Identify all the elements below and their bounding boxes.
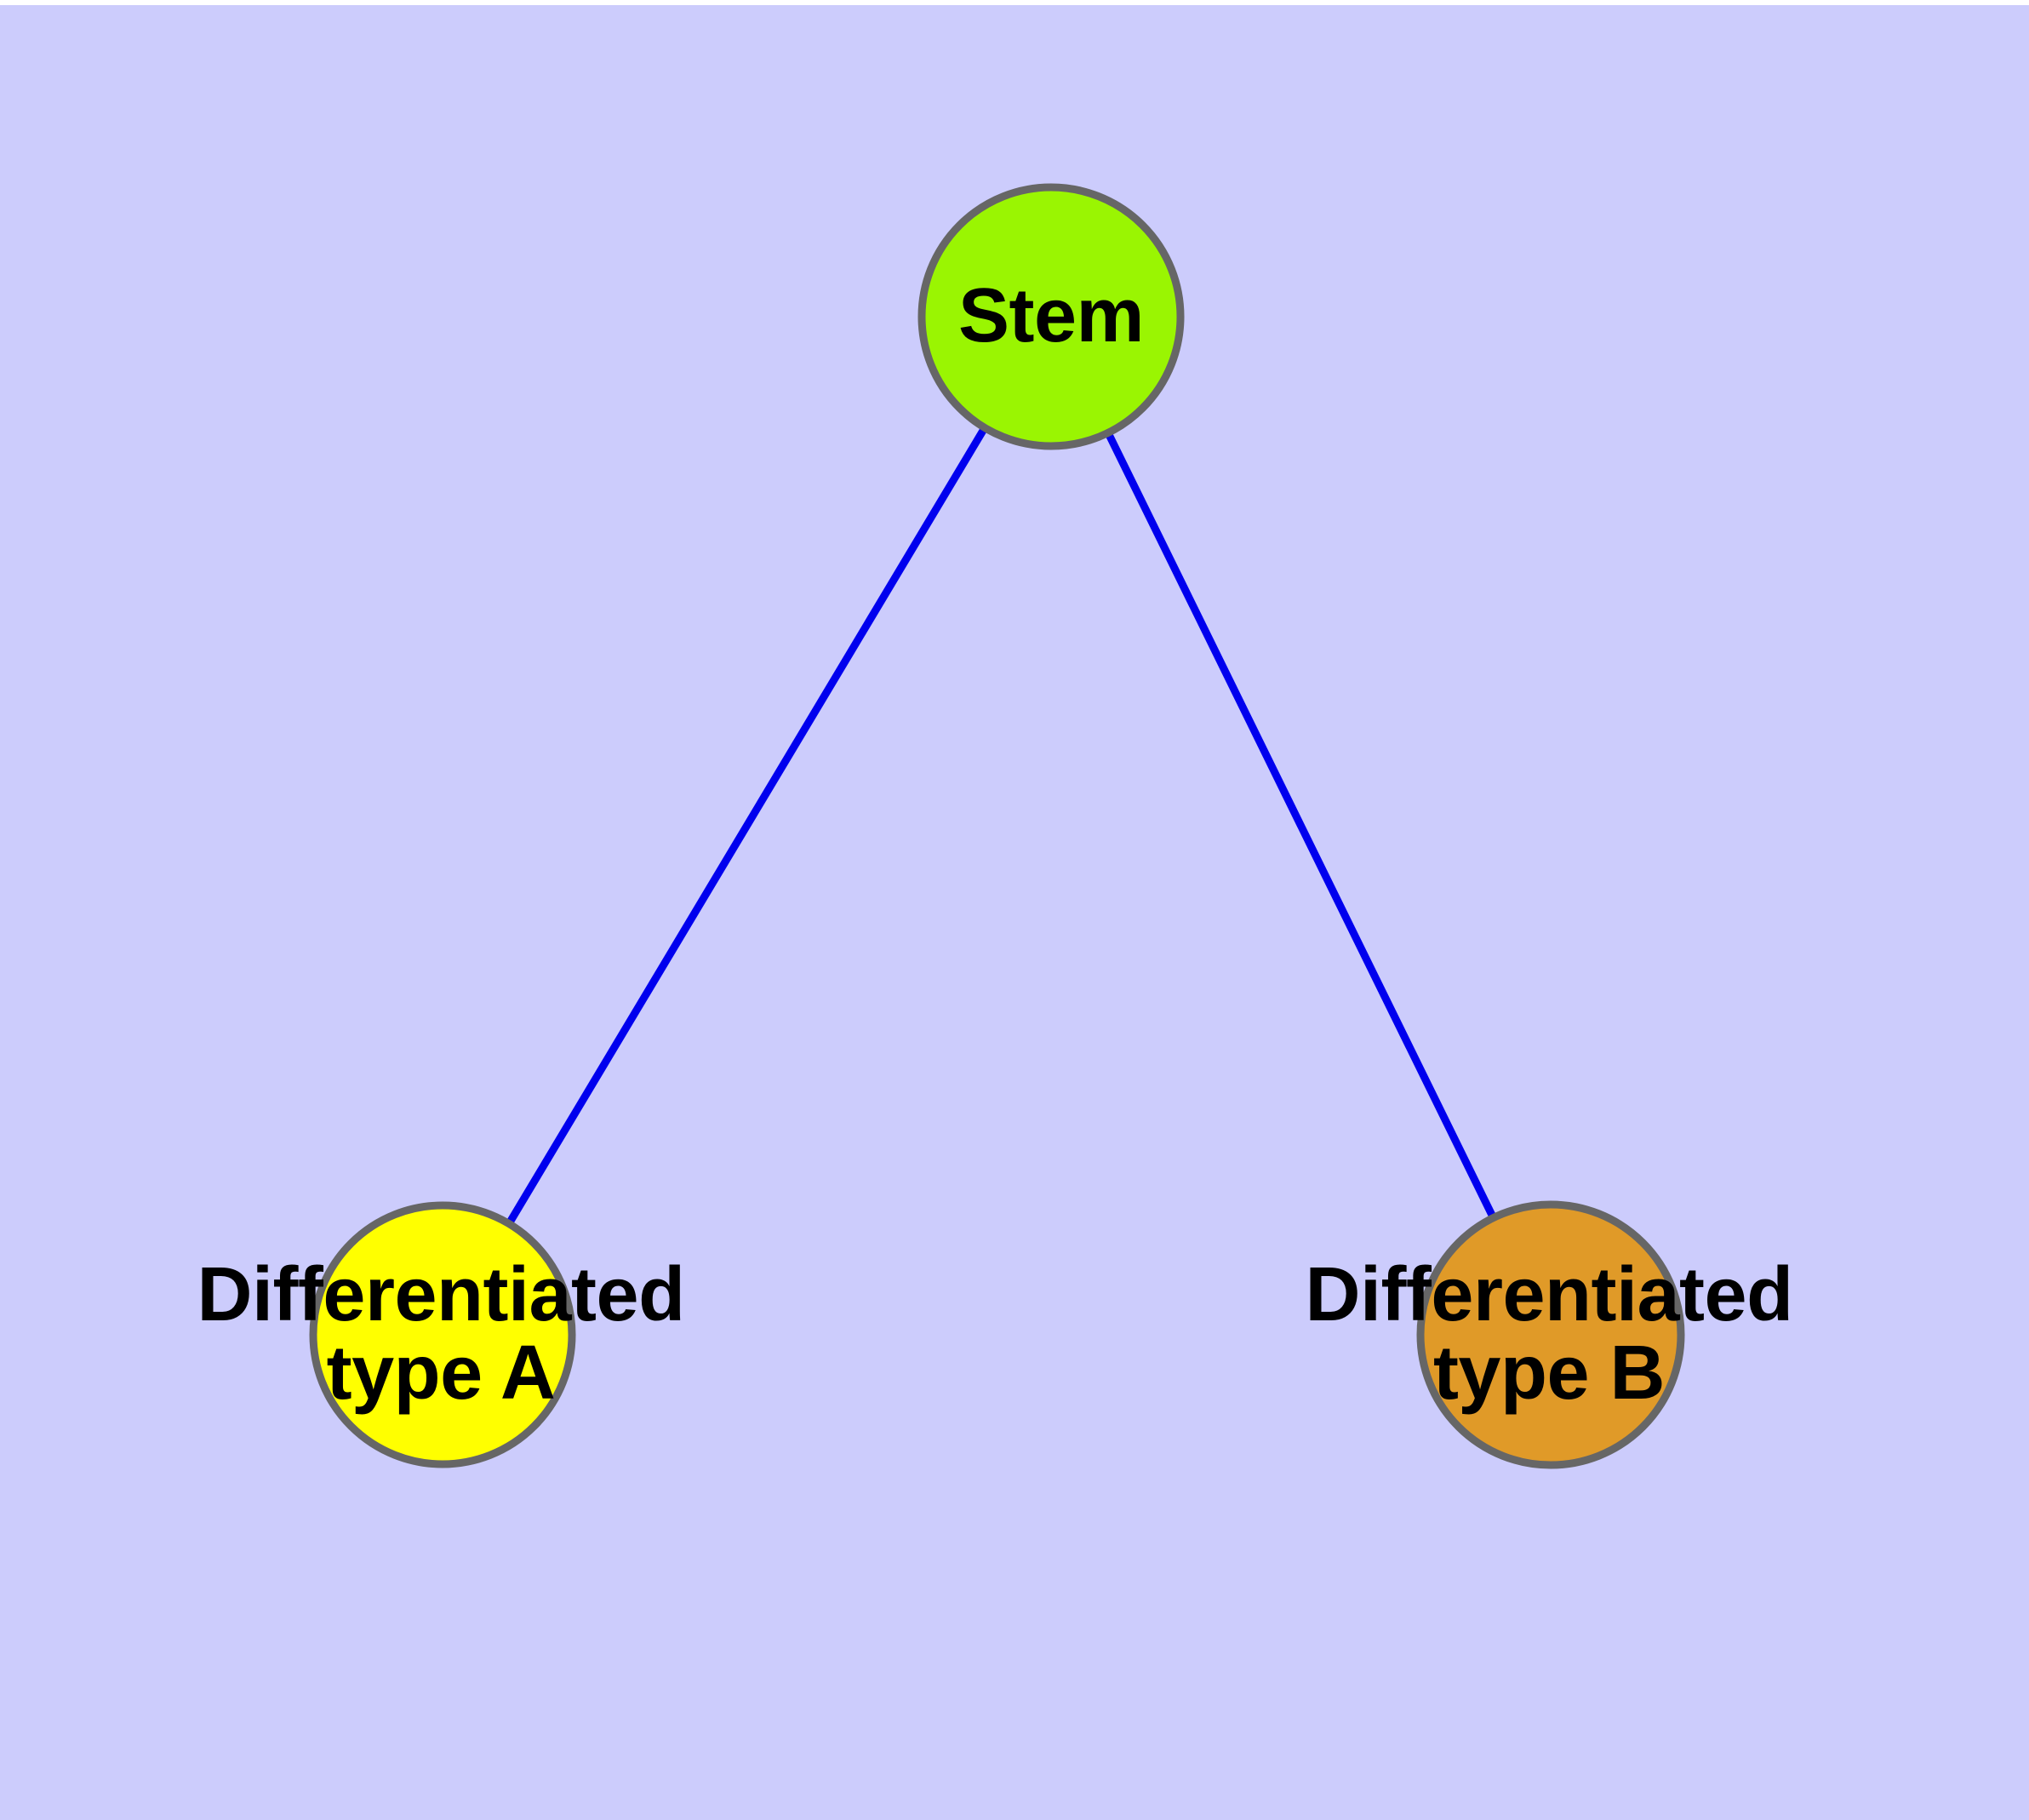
edge-stem-to-diff-b xyxy=(1104,431,1497,1220)
edge-stem-to-diff-a xyxy=(506,426,988,1226)
node-layer xyxy=(309,183,1685,1469)
node-circle-stem[interactable] xyxy=(917,183,1185,450)
node-circle-diff-a[interactable] xyxy=(309,1201,576,1468)
edge-layer xyxy=(506,426,1497,1226)
node-circle-diff-b[interactable] xyxy=(1416,1200,1685,1469)
